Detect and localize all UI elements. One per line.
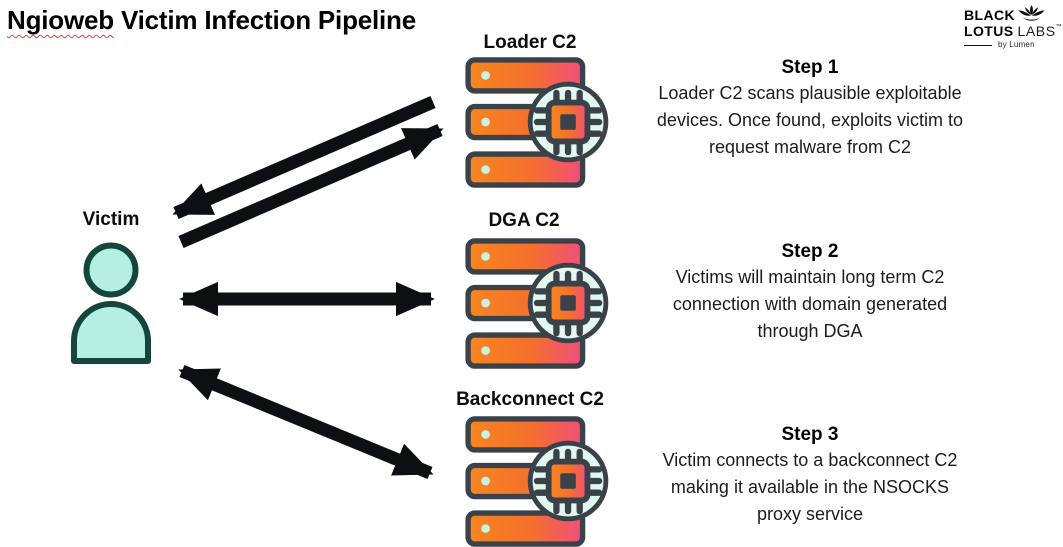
- title-word-ngioweb: Ngioweb: [7, 5, 114, 35]
- loader-c2-server-stack-icon: [465, 57, 609, 188]
- step-1-text: Loader C2 scans plausible exploitable de…: [656, 83, 964, 157]
- step-1-heading: Step 1: [781, 57, 839, 78]
- title-rest: Victim Infection Pipeline: [120, 5, 416, 35]
- loader-c2-label: Loader C2: [483, 32, 577, 53]
- victim-person-icon: [71, 242, 151, 364]
- dga-c2-server-stack-icon: [465, 238, 609, 369]
- step-1-block: Step 1 Loader C2 scans plausible exploit…: [647, 57, 973, 161]
- logo-row-black: BLACK: [964, 5, 1045, 22]
- step-3-heading: Step 3: [781, 424, 839, 445]
- victim-label: Victim: [82, 209, 140, 230]
- logo-lotus-text: LOTUS: [964, 23, 1014, 39]
- logo-byline-text: by Lumen: [998, 40, 1035, 49]
- logo-trademark: ™: [1055, 24, 1063, 30]
- logo-labs-text: LABS™: [1017, 23, 1063, 39]
- page-title: Ngioweb Victim Infection Pipeline: [7, 5, 416, 36]
- arrow-victim-backconnect-bidirectional: [178, 364, 434, 480]
- arrow-loader-to-victim: [172, 96, 436, 219]
- logo-row-lotus-labs: LOTUS LABS™: [964, 24, 1062, 38]
- backconnect-c2-server-stack-icon: [465, 416, 609, 547]
- step-2-block: Step 2 Victims will maintain long term C…: [647, 241, 973, 345]
- arrow-victim-to-loader: [178, 124, 444, 248]
- backconnect-c2-label: Backconnect C2: [456, 389, 604, 410]
- logo-black-text: BLACK: [964, 7, 1015, 23]
- cpu-chip-icon: [527, 81, 609, 163]
- step-2-text: Victims will maintain long term C2 conne…: [672, 267, 948, 341]
- cpu-chip-icon: [527, 262, 609, 344]
- step-3-block: Step 3 Victim connects to a backconnect …: [647, 424, 973, 528]
- step-2-heading: Step 2: [781, 241, 839, 262]
- cpu-chip-icon: [527, 440, 609, 522]
- step-3-text: Victim connects to a backconnect C2 maki…: [662, 450, 958, 524]
- black-lotus-labs-logo: BLACK LOTUS LABS™ by Lumen: [964, 5, 1062, 49]
- dga-c2-label: DGA C2: [488, 210, 560, 231]
- logo-row-byline: by Lumen: [964, 41, 1056, 49]
- logo-divider-line: [964, 44, 992, 46]
- lotus-flower-icon: [1018, 5, 1045, 21]
